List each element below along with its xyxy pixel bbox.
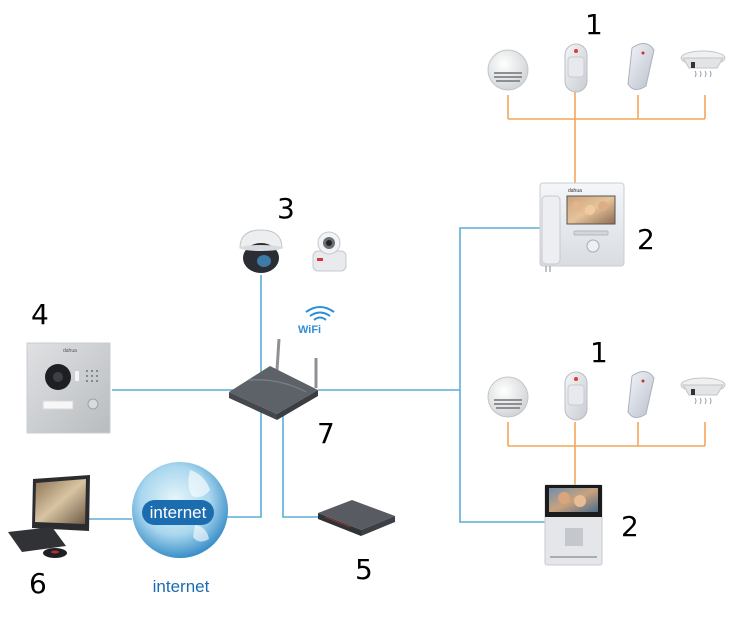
edge-router-nvr xyxy=(282,410,318,518)
pir-sensor-icon xyxy=(564,371,588,421)
wifi-icon xyxy=(305,306,335,321)
internet-caption: internet xyxy=(153,577,210,596)
alarm-lines xyxy=(507,92,706,485)
edge-bus-indoor-monitor-top xyxy=(459,227,543,390)
svg-text:dahua: dahua xyxy=(63,348,77,354)
label-ip-cameras: 3 xyxy=(277,192,295,225)
label-alarm-sensors-bottom: 1 xyxy=(590,336,608,369)
nvr-icon xyxy=(318,500,395,536)
indoor-monitor-handset: dahua xyxy=(539,182,625,272)
edge-router-internet xyxy=(226,405,262,518)
smoke-detector-icon xyxy=(487,49,529,91)
globe-icon xyxy=(132,462,228,558)
gas-detector-icon xyxy=(680,377,726,405)
wifi-router-icon xyxy=(229,338,318,420)
network-lines xyxy=(88,227,545,523)
globe-badge-text: internet xyxy=(150,503,207,522)
smoke-detector-icon xyxy=(487,376,529,418)
indoor-monitor-handsfree xyxy=(544,484,603,566)
gas-detector-icon xyxy=(680,50,726,78)
curtain-sensor-icon xyxy=(627,43,655,90)
globe-badge xyxy=(142,500,214,525)
alarm-sensors-bottom xyxy=(487,371,726,421)
label-indoor-monitor-bottom: 2 xyxy=(621,510,639,543)
wifi-label: WiFi xyxy=(298,324,321,336)
dome-camera-icon xyxy=(239,229,283,273)
label-alarm-sensors-top: 1 xyxy=(585,8,603,41)
svg-text:dahua: dahua xyxy=(568,188,582,194)
label-pc-client: 6 xyxy=(29,567,47,600)
edge-bus-indoor-monitor-bottom xyxy=(459,390,545,523)
ptz-camera-icon xyxy=(312,231,347,272)
label-indoor-monitor-top: 2 xyxy=(637,223,655,256)
label-nvr: 5 xyxy=(355,553,373,586)
pir-sensor-icon xyxy=(564,43,588,93)
label-door-station: 4 xyxy=(31,298,49,331)
node-number-labels: 1 2 3 4 1 7 2 5 6 xyxy=(29,8,655,600)
door-station-icon: dahua xyxy=(26,342,111,434)
curtain-sensor-icon xyxy=(627,371,655,418)
desktop-pc-icon xyxy=(8,475,90,558)
label-router: 7 xyxy=(317,417,335,450)
alarm-sensors-top xyxy=(487,43,726,93)
